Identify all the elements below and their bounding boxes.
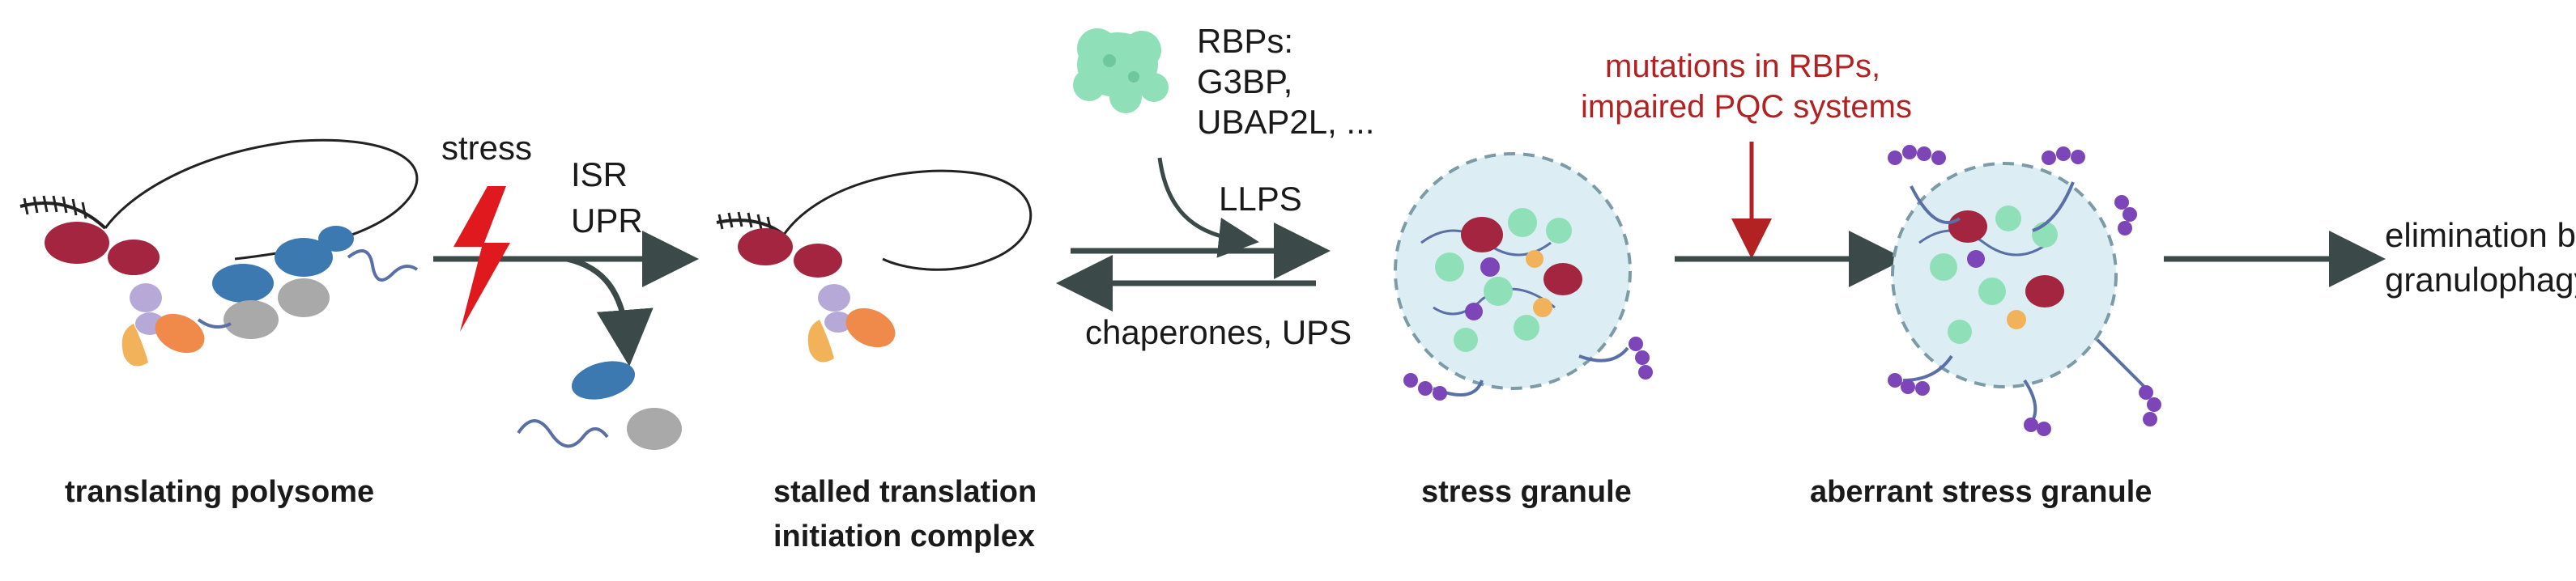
rbp-protein-icon: [1073, 28, 1169, 113]
translating-polysome-figure: [19, 138, 419, 367]
stress-granule-figure: [1394, 152, 1653, 401]
ribosome-red: [794, 244, 842, 278]
stalled-complex-figure: [716, 169, 1033, 363]
label-chaperones-ups: chaperones, UPS: [1085, 313, 1352, 351]
label-elimination-line2: granulophagy: [2385, 261, 2576, 299]
caption-translating-polysome: translating polysome: [65, 475, 374, 509]
label-mutations-line2: impaired PQC systems: [1581, 89, 1912, 125]
initiation-factor-yellow: [807, 320, 834, 363]
caption-stalled-line1: stalled translation: [773, 475, 1037, 509]
aberrant-stress-granule-figure: [1888, 145, 2161, 436]
initiation-factor-yellow: [121, 324, 148, 367]
arrow-release: [566, 256, 654, 367]
lightning-bolt-icon: [453, 186, 510, 332]
caption-aberrant-stress-granule: aberrant stress granule: [1810, 475, 2152, 509]
initiation-factor-lilac: [130, 283, 162, 312]
initiation-factor-lilac: [818, 284, 850, 312]
label-llps: LLPS: [1219, 180, 1302, 218]
ribosome-gray: [224, 300, 279, 339]
label-stress: stress: [441, 129, 532, 167]
caption-stress-granule: stress granule: [1421, 475, 1632, 509]
caption-stalled-line2: initiation complex: [773, 520, 1035, 553]
ribosome-red: [108, 240, 160, 275]
label-upr: UPR: [571, 201, 643, 240]
mrna-cap-hatch: [23, 195, 87, 219]
initiation-factor-orange: [845, 307, 896, 348]
released-ribosome-subunits: [517, 361, 682, 450]
label-elimination-line1: elimination by: [2385, 216, 2576, 254]
ribosome-blue: [212, 264, 274, 303]
label-mutations-line1: mutations in RBPs,: [1605, 49, 1880, 84]
label-isr: ISR: [571, 155, 628, 193]
initiation-factor-orange: [155, 313, 205, 354]
label-rbps-title: RBPs:: [1197, 22, 1293, 60]
ribosome-red: [738, 228, 793, 265]
ribosome-blue: [275, 238, 333, 277]
nascent-peptide: [347, 249, 419, 282]
label-rbps-g3bp: G3BP,: [1197, 62, 1292, 100]
arrow-rbp-recruit: [1157, 157, 1259, 258]
label-rbps-ubap: UBAP2L, ...: [1197, 103, 1374, 141]
ribosome-red: [45, 222, 109, 264]
ribosome-gray: [278, 278, 330, 317]
